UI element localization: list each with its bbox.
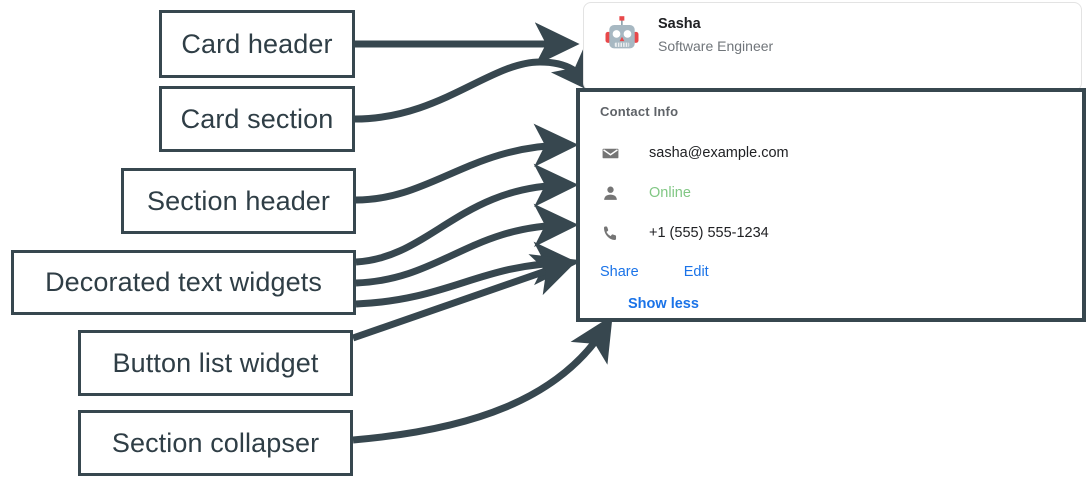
annotation-card-header: Card header — [159, 10, 355, 78]
arrow-section-header — [355, 123, 579, 204]
annotation-decorated-text: Decorated text widgets — [11, 250, 356, 315]
card-subtitle: Software Engineer — [658, 37, 774, 54]
annotation-section-collapser-label: Section collapser — [111, 427, 320, 458]
robot-avatar-icon — [600, 14, 644, 58]
phone-icon — [600, 223, 620, 243]
arrow-card-section — [354, 45, 596, 123]
annotation-button-list: Button list widget — [78, 330, 353, 396]
annotation-decorated-text-label: Decorated text widgets — [45, 267, 322, 297]
annotation-card-section-label: Card section — [180, 103, 334, 134]
person-icon — [600, 183, 620, 203]
card-header-text: Sasha Software Engineer — [658, 15, 773, 57]
share-button[interactable]: Share — [600, 264, 639, 280]
section-collapser-row: Show less — [600, 289, 1082, 319]
section-header: Contact Info — [600, 104, 679, 119]
decorated-text-row-status: Online — [600, 173, 1082, 213]
annotation-section-header: Section header — [121, 168, 356, 234]
card-section: Contact Info sasha@example.com — [576, 88, 1086, 322]
decorated-text-row-phone: +1 (555) 555-1234 — [600, 213, 1082, 253]
email-icon — [600, 143, 620, 163]
card-header: Sasha Software Engineer — [584, 3, 1081, 58]
decorated-text-row-email: sasha@example.com — [600, 133, 1082, 173]
arrow-button-list — [351, 254, 578, 342]
card: Sasha Software Engineer — [583, 2, 1082, 91]
annotation-card-section: Card section — [159, 86, 355, 152]
arrow-decorated-text-1 — [355, 163, 579, 266]
card-section-inner: Contact Info sasha@example.com — [580, 92, 1082, 319]
annotation-section-header-label: Section header — [146, 185, 331, 216]
status-value: Online — [649, 185, 691, 201]
show-less-button[interactable]: Show less — [628, 296, 699, 312]
annotation-button-list-label: Button list widget — [112, 347, 319, 378]
button-list-widget: Share Edit — [600, 255, 1082, 289]
arrow-decorated-text-2 — [355, 203, 579, 287]
card-title: Sasha — [658, 16, 701, 33]
edit-button[interactable]: Edit — [683, 264, 709, 280]
email-value: sasha@example.com — [649, 145, 789, 161]
phone-value: +1 (555) 555-1234 — [649, 225, 769, 241]
arrow-section-collapser — [352, 315, 613, 444]
annotation-section-collapser: Section collapser — [78, 410, 353, 476]
annotation-card-header-label: Card header — [181, 28, 333, 59]
arrow-decorated-text-3 — [355, 241, 579, 308]
